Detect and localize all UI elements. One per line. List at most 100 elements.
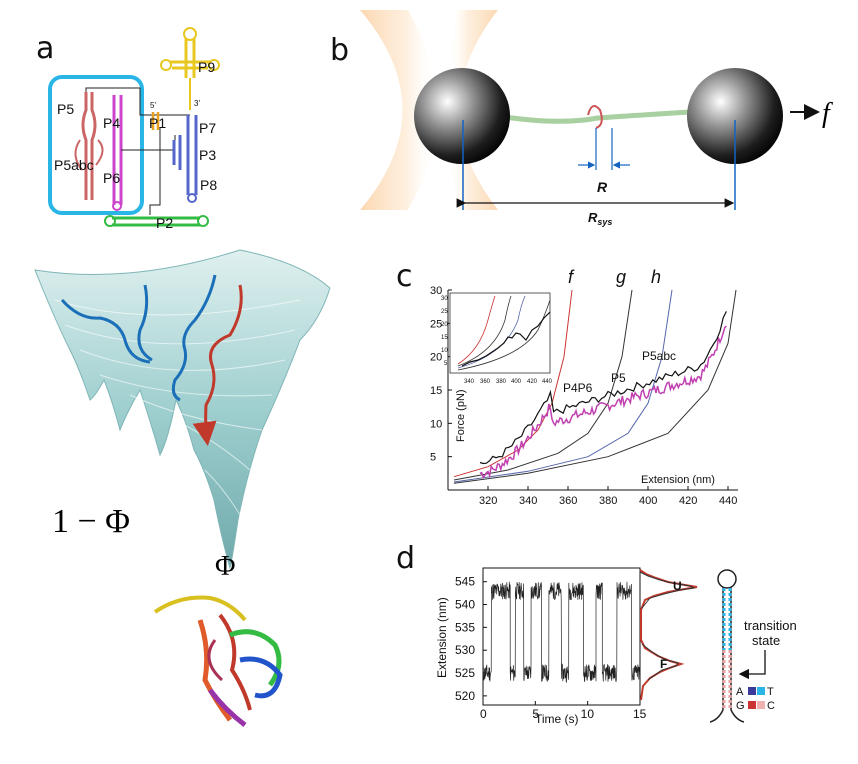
- label-p5: P5: [57, 101, 74, 117]
- folded-phi-label: Φ: [215, 551, 235, 582]
- annotation-p4p6: P4P6: [563, 381, 593, 395]
- optical-trap-beam-left: [360, 10, 437, 210]
- y-tick-label: 25: [430, 318, 442, 330]
- label-p5abc: P5abc: [54, 157, 94, 173]
- y-tick-label: 5: [430, 452, 436, 464]
- inset-xtick: 420: [527, 379, 538, 385]
- r-label: R: [597, 179, 608, 195]
- y-tick-label: 530: [455, 643, 475, 657]
- label-p9: P9: [198, 59, 215, 75]
- extension-time-trace: [482, 581, 641, 683]
- series-line-f: [453, 289, 573, 478]
- panel-a-letter: a: [36, 31, 54, 66]
- x-tick-label: 320: [479, 495, 497, 507]
- panel-a: a P9 P5 P4 P1 P7 P3 P5abc P6 P8: [36, 27, 220, 231]
- state-f-label: F: [660, 657, 667, 671]
- p3-p7-p8-helices: [172, 115, 198, 195]
- trapped-bead-right: [687, 68, 783, 164]
- panel-c-letter: c: [396, 259, 413, 294]
- folded-rna-structure: [153, 595, 283, 727]
- y-tick-label: 520: [455, 689, 475, 703]
- dna-hairpin: transition state A T G C: [709, 569, 797, 723]
- landscape-surface: [34, 249, 331, 570]
- legend-t: T: [767, 686, 774, 698]
- inset-xtick: 440: [542, 379, 553, 385]
- inset-ytick: 25: [441, 309, 448, 315]
- legend-g: G: [736, 700, 745, 712]
- curve-label-g: g: [616, 267, 626, 287]
- x-tick-label: 400: [639, 495, 657, 507]
- inset-xtick: 400: [511, 379, 522, 385]
- x-tick-label: 360: [559, 495, 577, 507]
- inset-ytick: 5: [444, 361, 448, 367]
- p2-helix: [112, 216, 200, 227]
- series-line-h: [453, 289, 673, 483]
- label-5-prime: 5': [150, 101, 156, 110]
- y-tick-label: 15: [430, 385, 442, 397]
- inset-ytick: 30: [441, 296, 448, 302]
- transition-label: transition: [744, 618, 797, 633]
- label-p7: P7: [199, 120, 216, 136]
- annotation-p5: P5: [611, 371, 626, 385]
- x-tick-label: 440: [719, 495, 737, 507]
- panel-d-letter: d: [396, 541, 415, 576]
- force-label: f: [822, 98, 833, 129]
- unfolding-data-trace: [479, 311, 727, 465]
- curve-label-f: f: [568, 267, 575, 287]
- axis-label-force: Force (pN): [455, 389, 467, 442]
- axis-label-extension-d: Extension (nm): [435, 597, 449, 678]
- panel-b: b f R Rsys: [330, 10, 833, 227]
- y-tick-label: 10: [430, 418, 442, 430]
- dna-handle: [504, 109, 691, 124]
- label-p8: P8: [200, 177, 217, 193]
- y-tick-label: 540: [455, 598, 475, 612]
- x-tick-label: 340: [519, 495, 537, 507]
- x-tick-label: 10: [581, 707, 595, 721]
- p1-helix: [151, 112, 160, 130]
- y-tick-label: 30: [430, 285, 442, 297]
- legend-a: A: [736, 686, 744, 698]
- axis-label-extension: Extension (nm): [641, 474, 715, 486]
- state-label: state: [752, 633, 780, 648]
- panel-d: d 0 5 10 15 520 525 530 535 540 545 Extension (nm…: [396, 541, 797, 726]
- y-tick-label: 535: [455, 620, 475, 634]
- folding-trajectory-3: [171, 274, 217, 402]
- p5-helix: [81, 92, 97, 200]
- y-tick-label: 545: [455, 575, 475, 589]
- curve-label-h: h: [651, 267, 661, 287]
- x-tick-label: 420: [679, 495, 697, 507]
- inset-ytick: 15: [441, 335, 448, 341]
- unfolded-phi-label: 1 − Φ: [52, 503, 130, 540]
- x-tick-label: 15: [633, 707, 647, 721]
- series-line-g: [453, 289, 633, 481]
- x-tick-label: 0: [480, 707, 487, 721]
- folding-trajectory-1: [60, 298, 151, 364]
- extension-histogram: U F: [639, 568, 698, 705]
- folding-trajectory-2: [137, 284, 153, 362]
- label-p1: P1: [149, 115, 166, 131]
- series-line-P4P6: [453, 289, 737, 484]
- refolding-data-trace: [479, 325, 727, 479]
- extension-time-chart: 0 5 10 15 520 525 530 535 540 545: [455, 567, 647, 721]
- inset-xtick: 360: [480, 379, 491, 385]
- inset-ytick: 20: [441, 322, 448, 328]
- label-p6: P6: [103, 170, 120, 186]
- trapped-bead-left: [414, 68, 510, 164]
- rsys-label: Rsys: [588, 210, 612, 227]
- label-p2: P2: [156, 215, 173, 231]
- legend-c: C: [767, 700, 775, 712]
- y-tick-label: 20: [430, 352, 442, 364]
- state-u-label: U: [673, 579, 682, 593]
- inset-chart: 30 25 20 15 10 5 340 360 380 400 420 440: [441, 292, 553, 385]
- folding-trajectory-red: [192, 284, 243, 446]
- inset-xtick: 340: [464, 379, 475, 385]
- p4-helix: [112, 95, 123, 205]
- rna-molecule: [587, 105, 603, 129]
- x-tick-label: 5: [532, 707, 539, 721]
- y-tick-label: 525: [455, 666, 475, 680]
- p9-helix: [170, 38, 210, 78]
- x-tick-label: 380: [599, 495, 617, 507]
